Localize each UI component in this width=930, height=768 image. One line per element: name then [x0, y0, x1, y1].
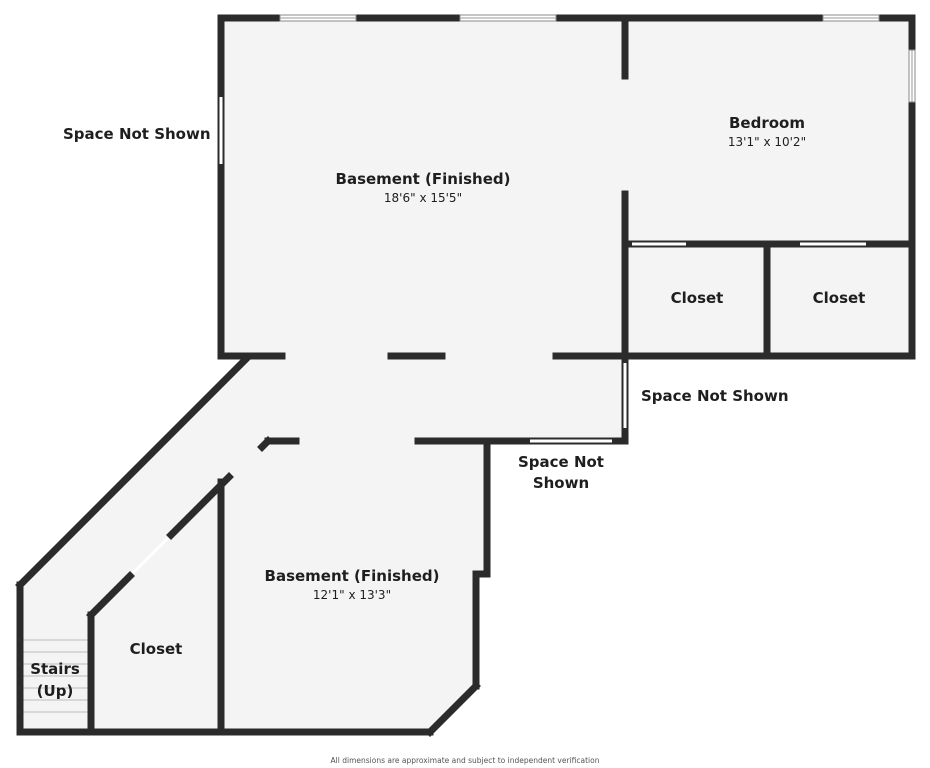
- room-closet-right-name: Closet: [813, 289, 866, 307]
- disclaimer-footer: All dimensions are approximate and subje…: [331, 756, 600, 765]
- main-basement-floor: [221, 20, 625, 356]
- space-not-shown-top-left: Space Not Shown: [63, 125, 211, 143]
- space-not-shown-right: Space Not Shown: [641, 387, 789, 405]
- room-basement-main-name: Basement (Finished): [336, 170, 511, 188]
- stairs-treads: [20, 639, 90, 713]
- room-basement-lower-dimensions: 12'1" x 13'3": [313, 588, 391, 602]
- space-not-shown-bottom-line1: Space Not: [518, 453, 604, 471]
- room-basement-main-dimensions: 18'6" x 15'5": [384, 191, 462, 205]
- closet-left-floor: [625, 244, 767, 356]
- space-not-shown-bottom-line2: Shown: [533, 474, 589, 492]
- room-bedroom-name: Bedroom: [729, 114, 805, 132]
- windows: [279, 14, 916, 103]
- room-basement-lower-name: Basement (Finished): [265, 567, 440, 585]
- stairs-label-line1: Stairs: [30, 660, 80, 678]
- closet-right-floor: [767, 244, 910, 356]
- hallway-floor: [20, 356, 625, 732]
- room-bedroom-dimensions: 13'1" x 10'2": [728, 135, 806, 149]
- bedroom-floor: [625, 20, 910, 244]
- stairs-label-line2: (Up): [37, 682, 74, 700]
- openings: [131, 97, 866, 575]
- room-labels: Basement (Finished) 18'6" x 15'5" Bedroo…: [30, 114, 865, 700]
- room-closet-lower-name: Closet: [130, 640, 183, 658]
- room-closet-left-name: Closet: [671, 289, 724, 307]
- outside-labels: Space Not Shown Space Not Shown Space No…: [63, 125, 789, 492]
